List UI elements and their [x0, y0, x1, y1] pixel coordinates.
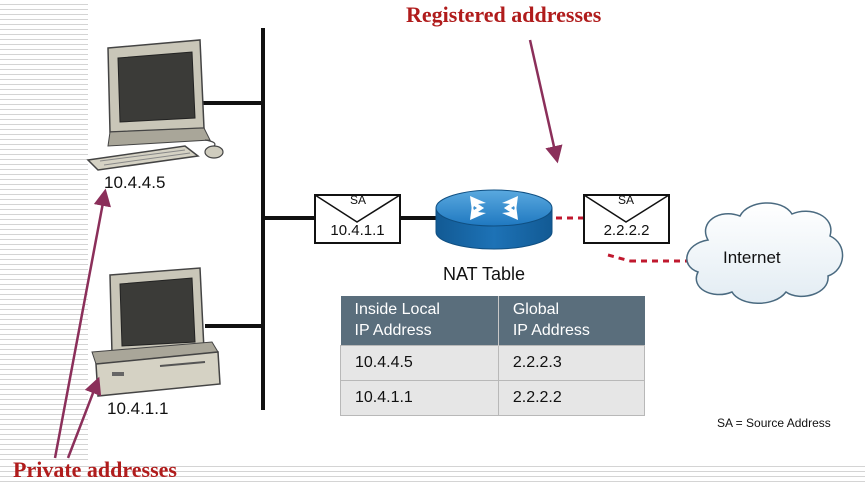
private-addresses-label: Private addresses — [13, 457, 177, 482]
packet-inside-sa-label: SA — [349, 193, 366, 207]
internet-label: Internet — [723, 248, 781, 267]
global-cell: 2.2.2.3 — [497, 345, 646, 381]
packet-outside-envelope — [583, 194, 670, 244]
bottom-ruled-margin — [0, 462, 865, 482]
left-ruled-margin — [0, 0, 88, 482]
packet-outside-sa-label: SA — [617, 193, 634, 207]
inside-local-cell: 10.4.1.1 — [340, 380, 499, 416]
nat-header-inside-local: Inside Local IP Address — [340, 296, 499, 346]
inside-local-cell: 10.4.4.5 — [340, 345, 499, 381]
pc-top-ip-label: 10.4.4.5 — [104, 173, 166, 192]
nat-table: Inside Local IP Address Global IP Addres… — [340, 296, 646, 416]
pc-bottom-icon — [91, 267, 221, 397]
pc-top-icon — [86, 39, 224, 171]
registered-addresses-label: Registered addresses — [406, 2, 602, 27]
source-address-footnote: SA = Source Address — [717, 416, 831, 430]
internet-cloud — [686, 202, 844, 304]
global-cell: 2.2.2.2 — [497, 380, 646, 416]
packet-inside-address: 10.4.1.1 — [330, 222, 385, 239]
packet-inside-envelope — [314, 194, 401, 244]
table-row: 10.4.4.5 2.2.2.3 — [340, 345, 646, 381]
table-row: 10.4.1.1 2.2.2.2 — [340, 380, 646, 416]
nat-table-title: NAT Table — [443, 264, 526, 284]
pc-bottom-ip-label: 10.4.1.1 — [107, 399, 169, 418]
router-icon — [435, 189, 553, 250]
nat-table-header-row: Inside Local IP Address Global IP Addres… — [340, 296, 645, 346]
nat-header-global: Global IP Address — [497, 296, 645, 346]
annotation-arrows — [53, 39, 563, 459]
lan-backbone — [196, 28, 438, 410]
packet-outside-address: 2.2.2.2 — [603, 222, 650, 239]
